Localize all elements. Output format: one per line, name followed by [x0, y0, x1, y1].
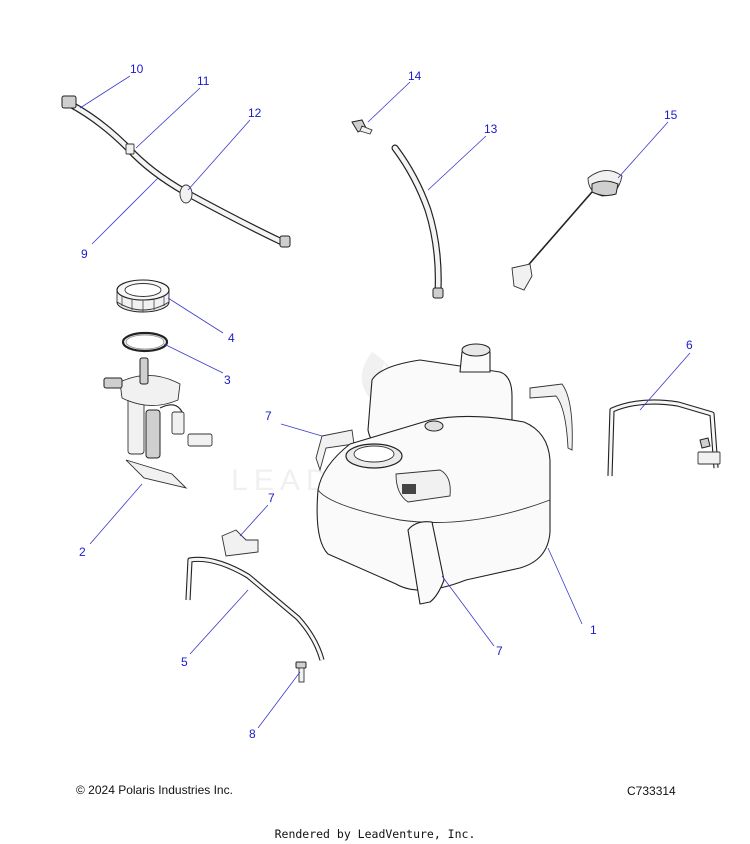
callout-numbers: 1 2 3 4 5 6 7 7 7 8 9 10 11 12 13 14 15	[79, 62, 693, 741]
callout-2[interactable]: 2	[79, 545, 86, 559]
tank-strap-right	[607, 399, 721, 477]
callout-7-lower[interactable]: 7	[496, 644, 503, 658]
hose-clamp	[125, 143, 135, 155]
warning-label	[402, 484, 416, 494]
pump-seal-ring	[121, 331, 169, 353]
hose-clip	[179, 184, 193, 204]
callout-1[interactable]: 1	[590, 623, 597, 637]
tank-strap-left	[185, 556, 325, 661]
diagram-code: C733314	[627, 784, 676, 798]
callout-12[interactable]: 12	[248, 106, 262, 120]
vent-hose-assembly	[61, 95, 291, 248]
copyright-notice: © 2024 Polaris Industries Inc.	[76, 783, 233, 797]
callout-15[interactable]: 15	[664, 108, 678, 122]
callout-8[interactable]: 8	[249, 727, 256, 741]
leader-lines	[79, 75, 691, 729]
callout-10[interactable]: 10	[130, 62, 144, 76]
fuel-tank	[316, 343, 551, 605]
callout-6[interactable]: 6	[686, 338, 693, 352]
callout-13[interactable]: 13	[484, 122, 498, 136]
callout-7-upper[interactable]: 7	[265, 409, 272, 423]
fuel-cap-sender	[511, 170, 623, 291]
hose-connector	[61, 95, 77, 109]
rendered-by-credit: Rendered by LeadVenture, Inc.	[274, 827, 476, 841]
callout-14[interactable]: 14	[408, 69, 422, 83]
callout-4[interactable]: 4	[228, 331, 235, 345]
fitting-part	[351, 119, 373, 135]
callout-3[interactable]: 3	[224, 373, 231, 387]
callout-9[interactable]: 9	[81, 247, 88, 261]
callout-5[interactable]: 5	[181, 655, 188, 669]
fuel-pump-assembly	[103, 357, 213, 489]
callout-7-middle[interactable]: 7	[268, 491, 275, 505]
mounting-bolt	[295, 661, 307, 683]
fuel-hose	[391, 144, 444, 299]
callout-11[interactable]: 11	[197, 74, 210, 88]
lock-ring	[116, 279, 170, 313]
hose-end-fitting	[279, 235, 291, 248]
